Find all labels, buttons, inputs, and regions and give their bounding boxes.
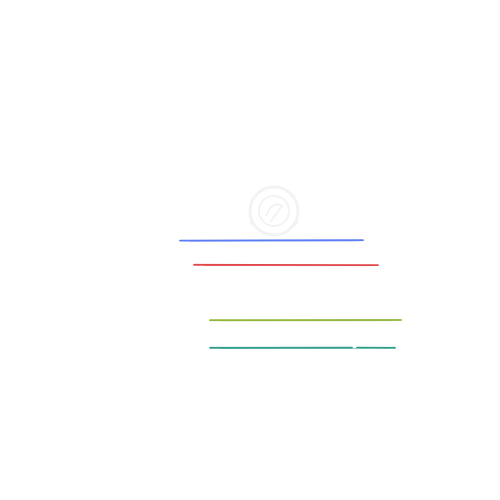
blue-line <box>179 239 364 242</box>
teal-line <box>209 346 396 349</box>
seal-watermark-icon <box>248 185 300 237</box>
red-line <box>193 263 379 267</box>
olive-line <box>209 319 402 322</box>
